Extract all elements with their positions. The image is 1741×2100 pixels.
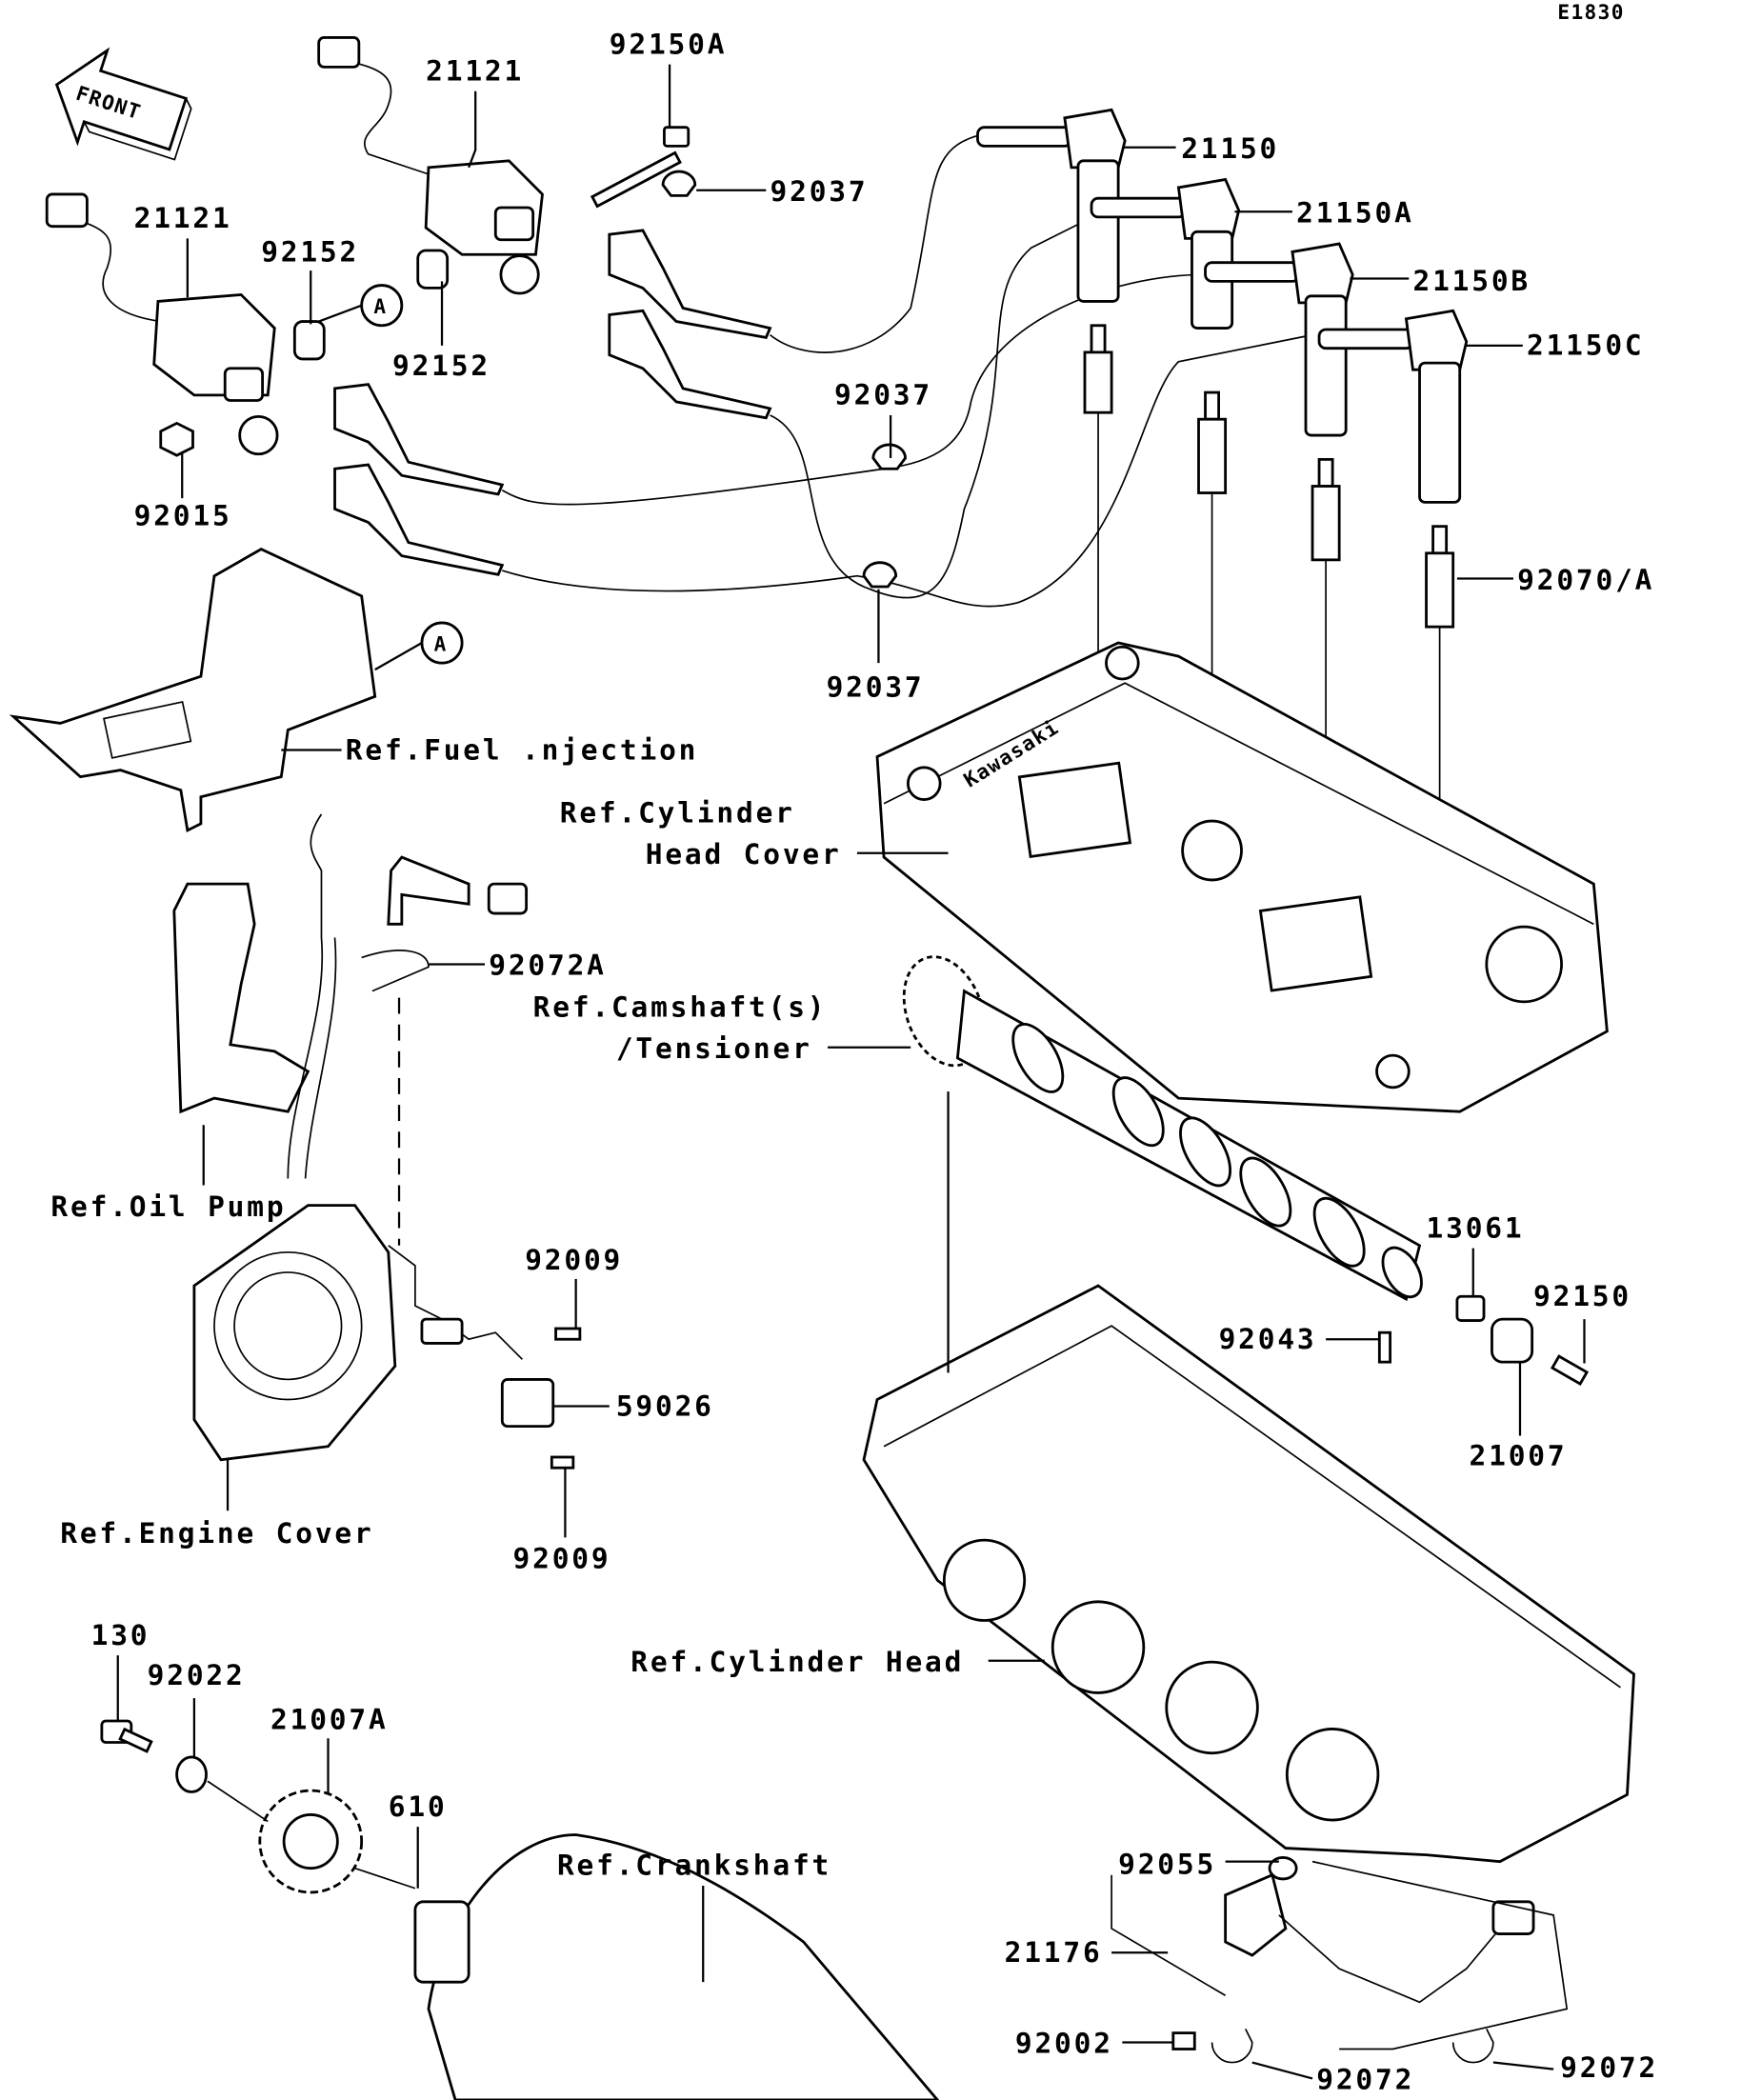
svg-text:A: A (434, 631, 448, 655)
plug-lead-tubes (333, 132, 1313, 608)
label-21150B: 21150B (1412, 265, 1531, 297)
label-21150A: 21150A (1296, 196, 1414, 229)
ref-oil-pump: Ref.Oil Pump (50, 1190, 286, 1223)
label-21150C: 21150C (1527, 330, 1645, 362)
label-21007: 21007 (1470, 1439, 1568, 1471)
label-92150: 92150 (1533, 1280, 1631, 1312)
callout-marker-a-1: A (360, 284, 404, 328)
plug-cap-21150 (976, 108, 1127, 303)
diagram-code: E1830 (1557, 0, 1624, 24)
camshaft-position-sensor (388, 1245, 582, 1470)
leader-lines (116, 64, 1586, 2080)
spark-plug-caps (976, 108, 1469, 504)
oil-pump-ref-parts (172, 813, 529, 1246)
small-fasteners (159, 126, 907, 589)
label-92072A: 92072A (489, 950, 607, 982)
cam-rotor-parts (1377, 1294, 1590, 1387)
label-92043: 92043 (1219, 1323, 1317, 1355)
ref-cylinder-head-cover-line2: Head Cover (646, 838, 842, 870)
front-arrow-icon: FRONT (54, 47, 192, 161)
label-92037-mid: 92037 (834, 379, 932, 411)
part-labels: 21121 92150A 21150 92037 21150A 21121 92… (91, 28, 1658, 2096)
spark-plugs (1083, 324, 1455, 911)
label-59026: 59026 (616, 1390, 714, 1422)
label-610: 610 (389, 1790, 448, 1823)
label-92055: 92055 (1118, 1848, 1216, 1880)
ref-engine-cover: Ref.Engine Cover (60, 1517, 373, 1550)
ref-crankshaft: Ref.Crankshaft (557, 1850, 831, 1882)
label-92037-low: 92037 (827, 670, 925, 703)
ignition-coil-upper (317, 36, 544, 295)
label-92002: 92002 (1015, 2028, 1113, 2060)
label-92009-upper: 92009 (525, 1244, 623, 1276)
label-13061: 13061 (1427, 1211, 1525, 1244)
label-92009-lower: 92009 (513, 1543, 611, 1575)
label-21121-upper: 21121 (426, 54, 524, 87)
label-92072-right: 92072 (1560, 2051, 1658, 2084)
label-92015: 92015 (134, 499, 232, 531)
label-21007A: 21007A (270, 1703, 389, 1735)
crankshaft-rotor (100, 1719, 940, 2100)
label-21121-lower: 21121 (134, 202, 232, 234)
plug-cap-21150C (1317, 309, 1469, 504)
ref-camshaft-line1: Ref.Camshaft(s) (533, 990, 828, 1023)
engine-cover (192, 1204, 397, 1462)
ref-cylinder-head: Ref.Cylinder Head (630, 1646, 964, 1678)
cylinder-head-cover: Kawasaki (875, 641, 1609, 1113)
label-92070A: 92070/A (1517, 564, 1654, 596)
label-92072-left: 92072 (1316, 2064, 1414, 2096)
ignition-coil-lower (45, 192, 279, 456)
crank-sensor-21176 (1111, 1856, 1569, 2064)
callout-marker-a-2: A (420, 621, 464, 665)
label-92152-right: 92152 (392, 350, 490, 382)
cylinder-head (862, 1284, 1635, 1864)
label-21150: 21150 (1181, 132, 1279, 165)
label-130: 130 (91, 1619, 150, 1651)
bracket (9, 548, 377, 832)
label-92152-left: 92152 (261, 235, 359, 268)
reference-labels: Ref.Fuel .njection Ref.Cylinder Head Cov… (50, 733, 964, 1882)
label-92150A: 92150A (610, 28, 728, 60)
label-92037-top: 92037 (770, 175, 869, 208)
label-21176: 21176 (1005, 1936, 1103, 1969)
ref-camshaft-line2: /Tensioner (616, 1032, 812, 1065)
label-92022: 92022 (148, 1659, 246, 1691)
ref-fuel-injection: Ref.Fuel .njection (346, 733, 698, 766)
ref-cylinder-head-cover-line1: Ref.Cylinder (560, 796, 795, 829)
camshaft (902, 955, 1423, 1302)
svg-text:A: A (373, 294, 387, 318)
